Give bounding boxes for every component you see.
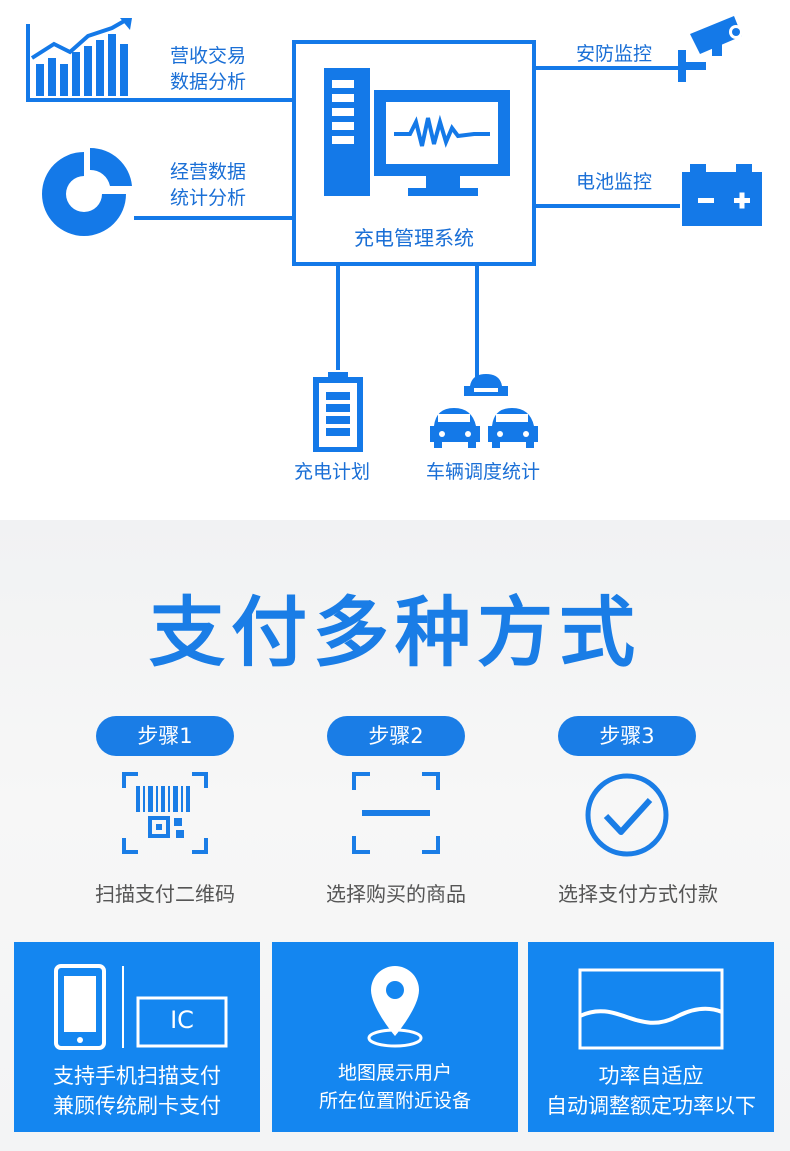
ic-card-text: IC [170, 1006, 194, 1034]
plan-label: 充电计划 [294, 461, 371, 483]
charging-battery-icon [313, 372, 363, 452]
step-2-desc: 选择购买的商品 [326, 882, 466, 906]
stats-label-line1: 经营数据 [170, 161, 247, 183]
feature-card-power: 功率自适应 自动调整额定功率以下 [528, 942, 774, 1132]
step-1-desc: 扫描支付二维码 [95, 882, 235, 906]
phone-card-icon [54, 964, 228, 1050]
stats-label-line2: 统计分析 [170, 187, 247, 209]
step-2-pill: 步骤2 [327, 716, 465, 756]
card-2-line2: 所在位置附近设备 [318, 1090, 471, 1112]
revenue-label-line2: 数据分析 [170, 71, 247, 93]
payment-title: 支付多种方式 [149, 588, 641, 677]
security-camera-icon [678, 16, 743, 82]
computer-icon [324, 68, 510, 196]
check-circle-icon [585, 773, 669, 857]
card-1-line2: 兼顾传统刷卡支付 [53, 1094, 221, 1118]
connector-revenue [134, 98, 294, 102]
feature-card-payment: IC 支持手机扫描支付 兼顾传统刷卡支付 [14, 942, 260, 1132]
connector-plan [336, 266, 340, 370]
donut-chart-icon [42, 147, 132, 236]
vehicle-label: 车辆调度统计 [426, 461, 541, 483]
connector-stats [134, 216, 294, 220]
scan-frame-icon [352, 772, 440, 854]
map-pin-icon [367, 966, 423, 1048]
vehicles-icon [430, 374, 538, 448]
connector-vehicle [475, 266, 479, 378]
battery-icon [682, 164, 762, 226]
bar-chart-icon [26, 18, 134, 102]
step-3-pill: 步骤3 [558, 716, 696, 756]
system-label: 充电管理系统 [354, 226, 474, 250]
connector-battery [534, 204, 680, 208]
card-1-line1: 支持手机扫描支付 [53, 1064, 221, 1088]
step-3-desc: 选择支付方式付款 [558, 882, 718, 906]
feature-card-map: 地图展示用户 所在位置附近设备 [272, 942, 518, 1132]
step-1-pill: 步骤1 [96, 716, 234, 756]
system-diagram: 营收交易 数据分析 经营数据 统计分析 充电管理系统 安防监控 [0, 0, 790, 520]
security-label: 安防监控 [576, 43, 653, 65]
card-3-line1: 功率自适应 [598, 1064, 704, 1088]
connector-security [534, 66, 680, 70]
card-3-line2: 自动调整额定功率以下 [546, 1094, 756, 1118]
battery-label: 电池监控 [576, 171, 653, 193]
revenue-label-line1: 营收交易 [170, 45, 247, 67]
card-2-line1: 地图展示用户 [337, 1062, 452, 1084]
wave-icon [578, 968, 724, 1050]
qr-scan-icon [122, 772, 208, 854]
charging-management-system: 充电管理系统 [292, 40, 536, 266]
